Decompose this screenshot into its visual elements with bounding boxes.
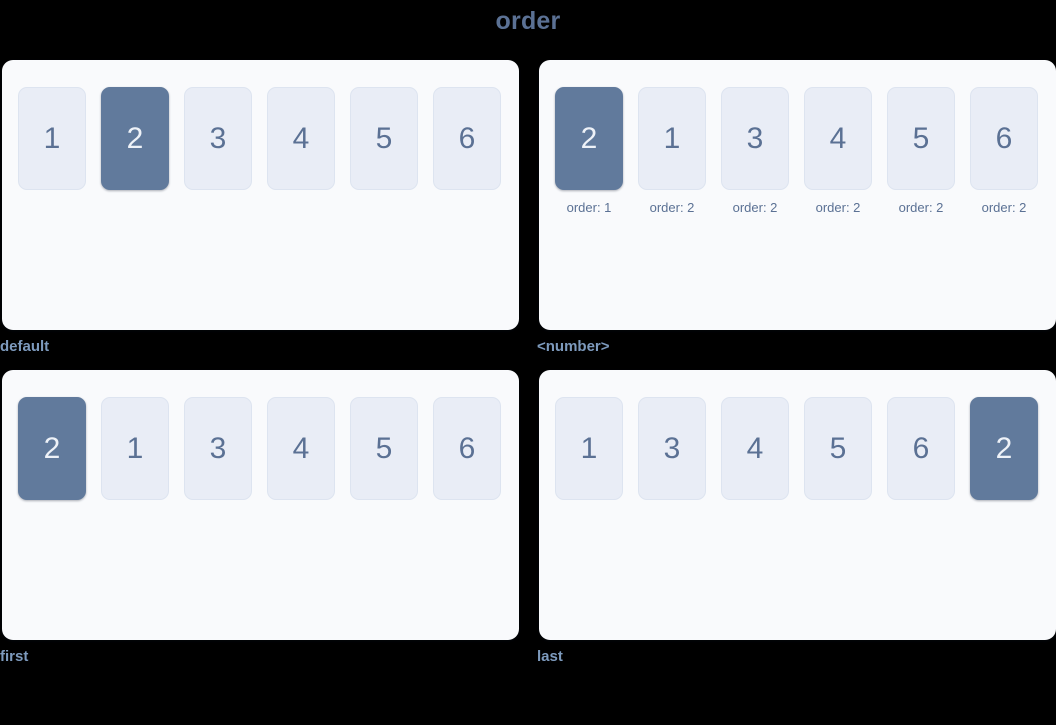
order-note: order: 2 bbox=[732, 200, 778, 215]
panel-caption-number: <number> bbox=[537, 338, 610, 355]
list-item: 3 bbox=[638, 397, 706, 511]
panel-last: 1 3 4 5 6 bbox=[539, 370, 1056, 640]
list-item: 1 bbox=[555, 397, 623, 511]
list-item: 5 bbox=[350, 397, 418, 511]
demo-cell-last: 1 3 4 5 6 bbox=[537, 370, 1056, 680]
list-item: 6 bbox=[433, 397, 501, 511]
list-item: 3 bbox=[184, 397, 252, 511]
order-box-highlight[interactable]: 2 bbox=[18, 397, 86, 500]
panel-number: 2 order: 1 1 order: 2 3 order: 2 4 order… bbox=[539, 60, 1056, 330]
panel-caption-last: last bbox=[537, 648, 563, 665]
order-box[interactable]: 4 bbox=[804, 87, 872, 190]
order-note: order: 2 bbox=[981, 200, 1027, 215]
list-item: 1 bbox=[18, 87, 86, 201]
order-box[interactable]: 6 bbox=[433, 87, 501, 190]
order-box[interactable]: 3 bbox=[184, 397, 252, 500]
list-item: 6 order: 2 bbox=[970, 87, 1038, 215]
order-box[interactable]: 6 bbox=[433, 397, 501, 500]
order-box[interactable]: 6 bbox=[970, 87, 1038, 190]
order-box[interactable]: 4 bbox=[267, 87, 335, 190]
demo-cell-first: 2 1 3 4 5 bbox=[0, 370, 539, 680]
list-item: 4 bbox=[267, 397, 335, 511]
order-box-highlight[interactable]: 2 bbox=[555, 87, 623, 190]
order-box[interactable]: 1 bbox=[101, 397, 169, 500]
order-box-highlight[interactable]: 2 bbox=[970, 397, 1038, 500]
order-note: order: 2 bbox=[649, 200, 695, 215]
panel-default: 1 2 3 4 5 bbox=[2, 60, 519, 330]
demo-cell-number: 2 order: 1 1 order: 2 3 order: 2 4 order… bbox=[537, 60, 1056, 370]
list-item: 2 bbox=[970, 397, 1038, 511]
order-note: order: 2 bbox=[815, 200, 861, 215]
list-item: 5 bbox=[350, 87, 418, 201]
panel-first: 2 1 3 4 5 bbox=[2, 370, 519, 640]
order-box-highlight[interactable]: 2 bbox=[101, 87, 169, 190]
order-box[interactable]: 1 bbox=[18, 87, 86, 190]
list-item: 3 order: 2 bbox=[721, 87, 789, 215]
panel-number-items: 2 order: 1 1 order: 2 3 order: 2 4 order… bbox=[555, 87, 1048, 215]
order-box[interactable]: 1 bbox=[555, 397, 623, 500]
list-item: 6 bbox=[887, 397, 955, 511]
order-box[interactable]: 4 bbox=[721, 397, 789, 500]
panel-caption-first: first bbox=[0, 648, 29, 665]
order-note: order: 2 bbox=[898, 200, 944, 215]
order-box[interactable]: 6 bbox=[887, 397, 955, 500]
order-box[interactable]: 1 bbox=[638, 87, 706, 190]
list-item: 3 bbox=[184, 87, 252, 201]
list-item: 4 bbox=[721, 397, 789, 511]
order-box[interactable]: 5 bbox=[804, 397, 872, 500]
list-item: 4 order: 2 bbox=[804, 87, 872, 215]
panel-first-items: 2 1 3 4 5 bbox=[18, 397, 511, 511]
list-item: 5 bbox=[804, 397, 872, 511]
order-box[interactable]: 4 bbox=[267, 397, 335, 500]
page-title: order bbox=[495, 7, 561, 35]
order-box[interactable]: 5 bbox=[887, 87, 955, 190]
list-item: 5 order: 2 bbox=[887, 87, 955, 215]
order-box[interactable]: 5 bbox=[350, 397, 418, 500]
order-box[interactable]: 3 bbox=[721, 87, 789, 190]
panel-default-items: 1 2 3 4 5 bbox=[18, 87, 511, 201]
list-item: 1 order: 2 bbox=[638, 87, 706, 215]
list-item: 2 bbox=[101, 87, 169, 201]
demo-grid: 1 2 3 4 5 bbox=[0, 60, 1056, 680]
list-item: 2 bbox=[18, 397, 86, 511]
order-note: order: 1 bbox=[566, 200, 612, 215]
order-box[interactable]: 3 bbox=[184, 87, 252, 190]
panel-caption-default: default bbox=[0, 338, 50, 355]
panel-last-items: 1 3 4 5 6 bbox=[555, 397, 1048, 511]
order-box[interactable]: 5 bbox=[350, 87, 418, 190]
list-item: 4 bbox=[267, 87, 335, 201]
order-box[interactable]: 3 bbox=[638, 397, 706, 500]
list-item: 6 bbox=[433, 87, 501, 201]
demo-cell-default: 1 2 3 4 5 bbox=[0, 60, 539, 370]
list-item: 2 order: 1 bbox=[555, 87, 623, 215]
list-item: 1 bbox=[101, 397, 169, 511]
